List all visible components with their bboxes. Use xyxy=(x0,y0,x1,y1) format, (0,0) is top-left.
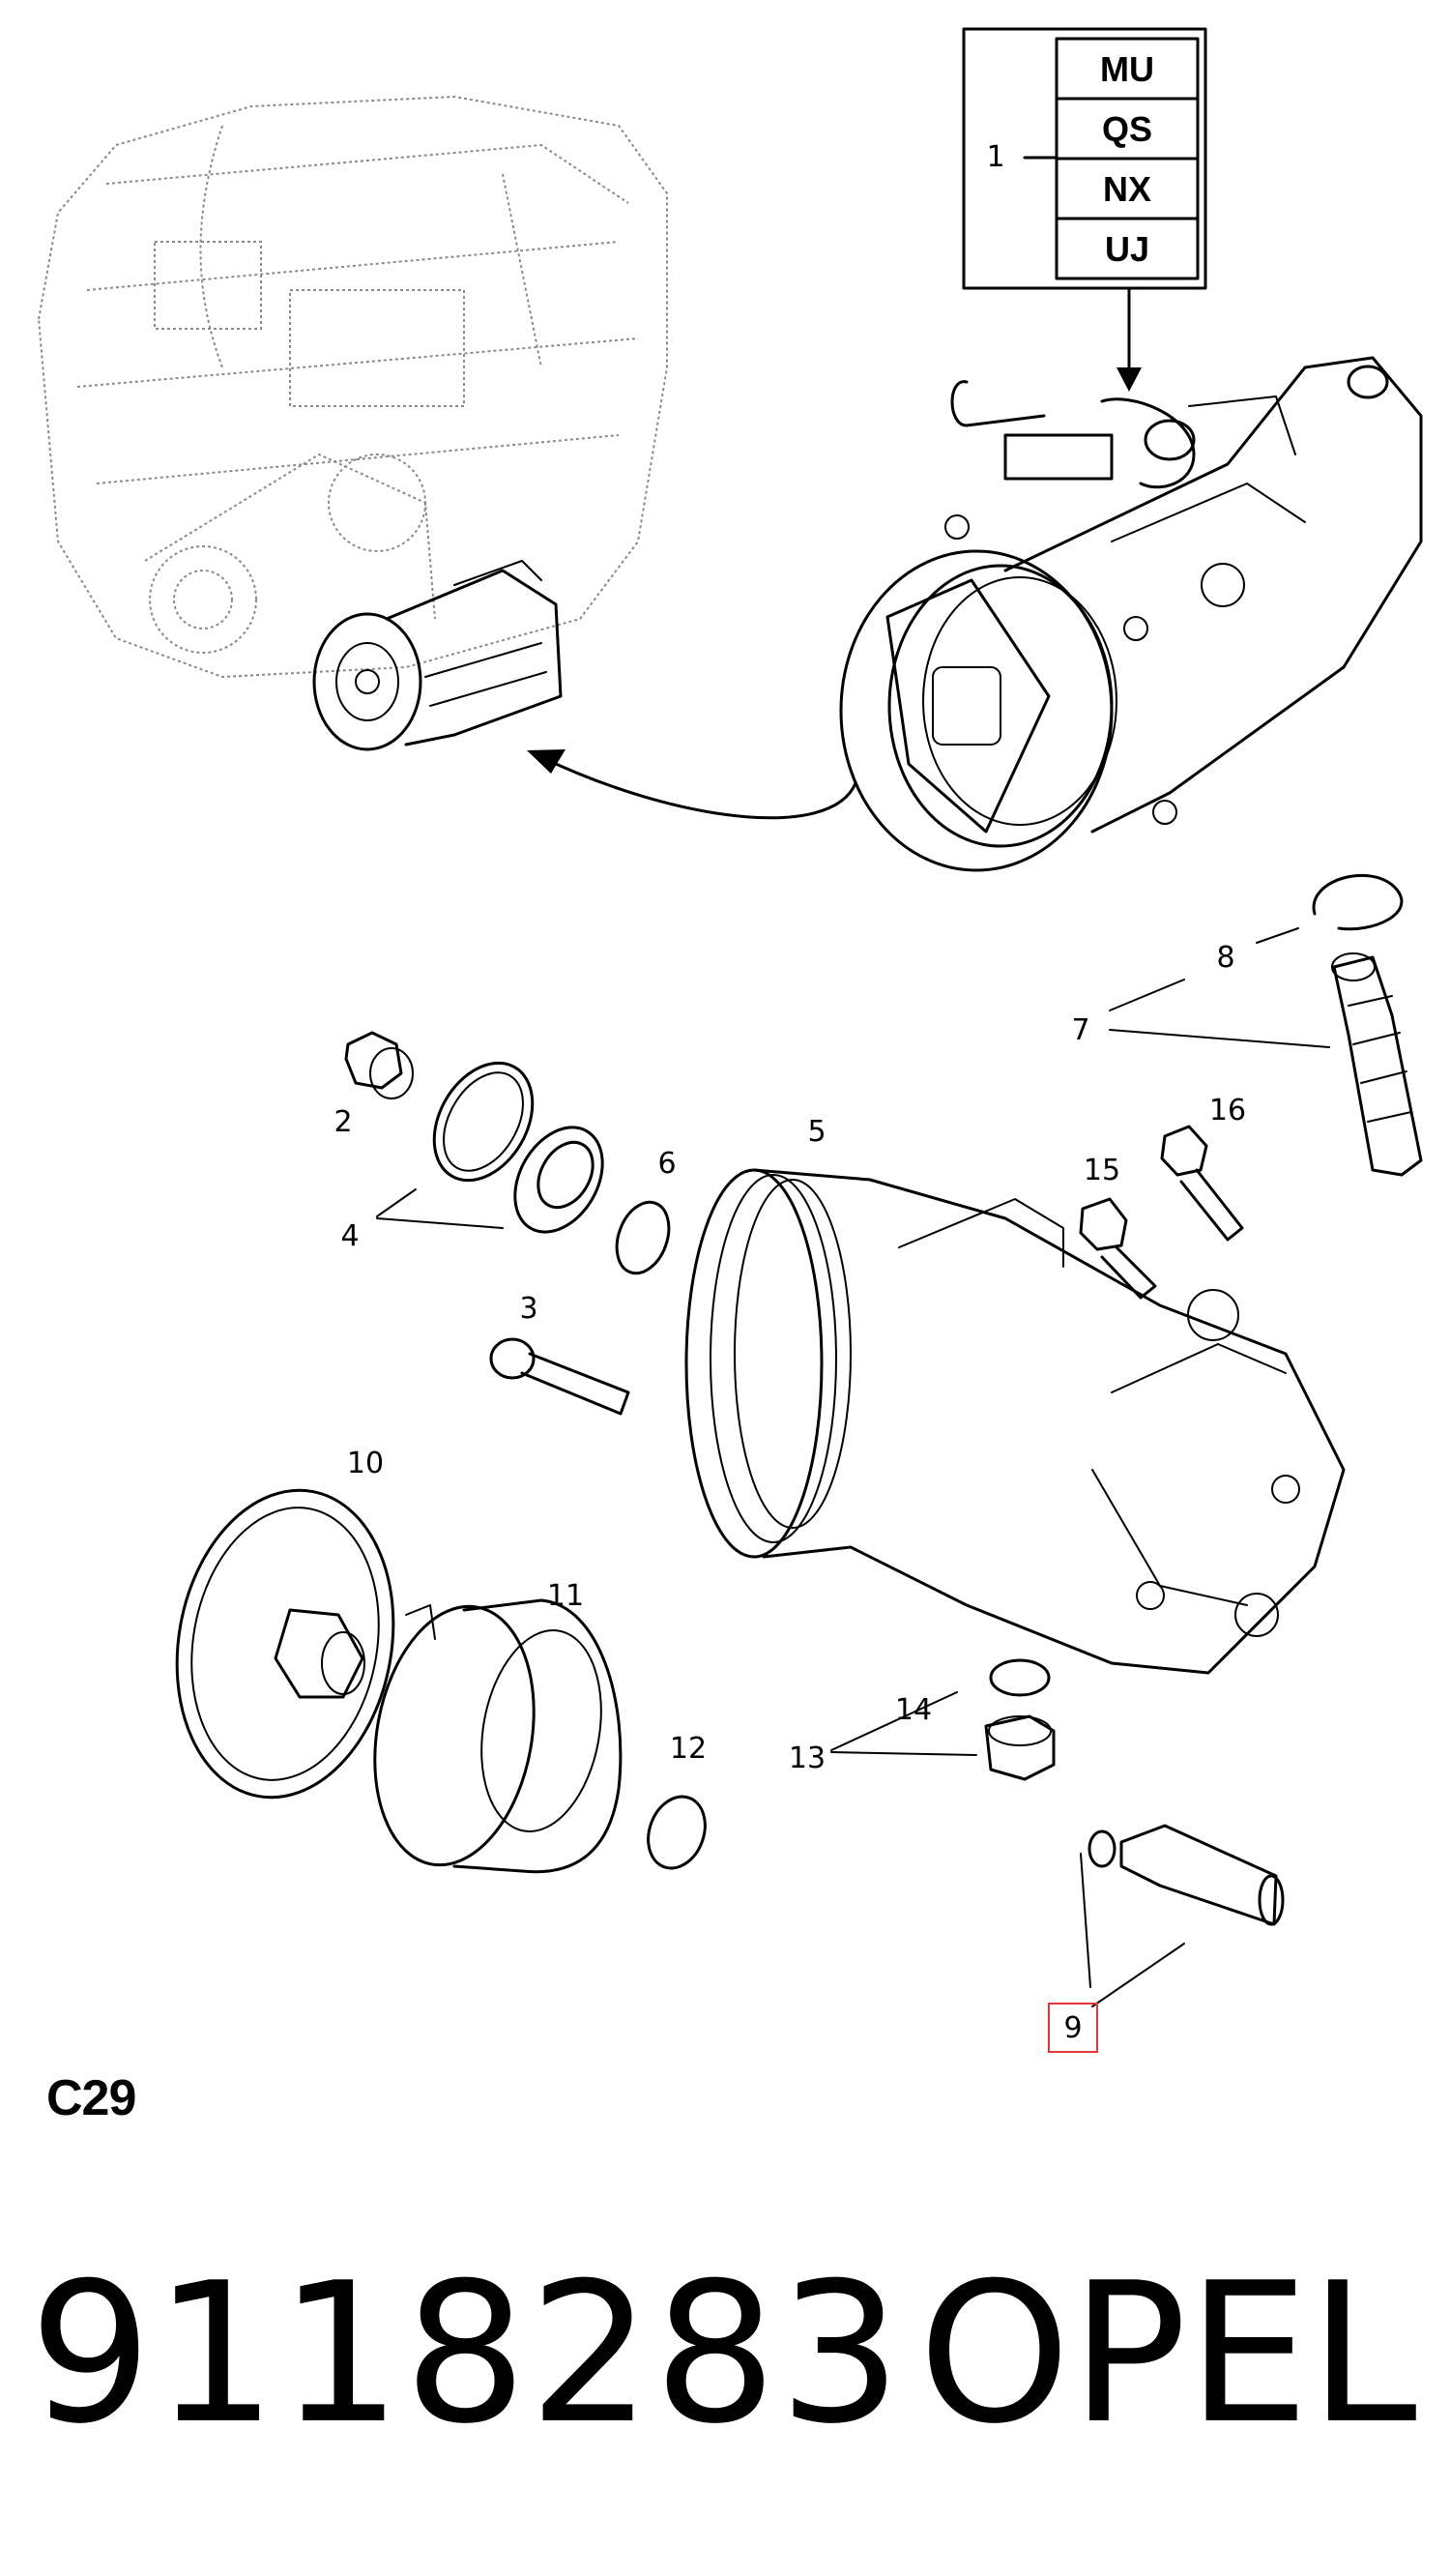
callout-9: 9 xyxy=(1063,2011,1082,2045)
part-4-circlip-and-seal xyxy=(432,1061,604,1234)
figure-code: C29 xyxy=(46,2070,136,2126)
callout-8: 8 xyxy=(1216,941,1234,975)
callout-9-highlight: 9 xyxy=(1048,2003,1098,2053)
engine-illustration xyxy=(37,95,668,679)
callout-13: 13 xyxy=(789,1742,826,1775)
variant-code-4: UJ xyxy=(1105,229,1149,269)
variant-code-1: MU xyxy=(1100,49,1154,89)
part-10-clutch-plate xyxy=(175,1488,395,1800)
part-2-nut xyxy=(344,1031,414,1099)
leader-lines xyxy=(376,927,1330,2007)
variant-code-3: NX xyxy=(1103,169,1151,209)
callout-14: 14 xyxy=(895,1693,932,1727)
part-9-pressure-switch xyxy=(1088,1824,1285,1926)
callout-6: 6 xyxy=(657,1147,676,1181)
callout-1: 1 xyxy=(986,140,1004,174)
callout-12: 12 xyxy=(670,1732,707,1766)
part-15-bolt xyxy=(1079,1197,1157,1300)
callout-11: 11 xyxy=(547,1579,584,1613)
callout-2: 2 xyxy=(334,1105,352,1139)
part-8-circlip xyxy=(1312,873,1404,931)
callout-10: 10 xyxy=(347,1447,384,1480)
part-13-plug xyxy=(984,1714,1056,1781)
part-5-compressor-body xyxy=(684,1168,1346,1675)
callout-5: 5 xyxy=(807,1115,826,1149)
callout-7: 7 xyxy=(1071,1013,1089,1047)
part-14-o-ring xyxy=(989,1658,1051,1697)
brand-name: OPEL xyxy=(918,2241,1417,2467)
part-3-bolt xyxy=(489,1337,630,1416)
part-16-bolt xyxy=(1160,1125,1244,1242)
main-compressor-illustration xyxy=(839,356,1423,872)
part-11-pulley xyxy=(373,1598,623,1874)
part-12-snap-ring xyxy=(647,1795,707,1870)
callout-labels: 1 2 3 4 5 6 7 8 10 11 12 13 14 15 16 xyxy=(334,140,1246,1775)
small-compressor-illustration xyxy=(312,560,563,751)
callout-16: 16 xyxy=(1209,1094,1246,1127)
callout-3: 3 xyxy=(519,1292,537,1326)
callout-4: 4 xyxy=(340,1219,359,1253)
variant-code-2: QS xyxy=(1102,109,1152,149)
variant-code-table: MU QS NX UJ xyxy=(962,27,1207,392)
variant-arrowhead xyxy=(1116,367,1142,392)
location-arrow xyxy=(539,755,857,820)
part-number: 9118283 xyxy=(29,2241,904,2467)
callout-15: 15 xyxy=(1084,1154,1120,1187)
part-6-snap-ring xyxy=(615,1200,671,1275)
location-arrowhead xyxy=(527,749,566,774)
part-7-valve xyxy=(1331,952,1423,1177)
